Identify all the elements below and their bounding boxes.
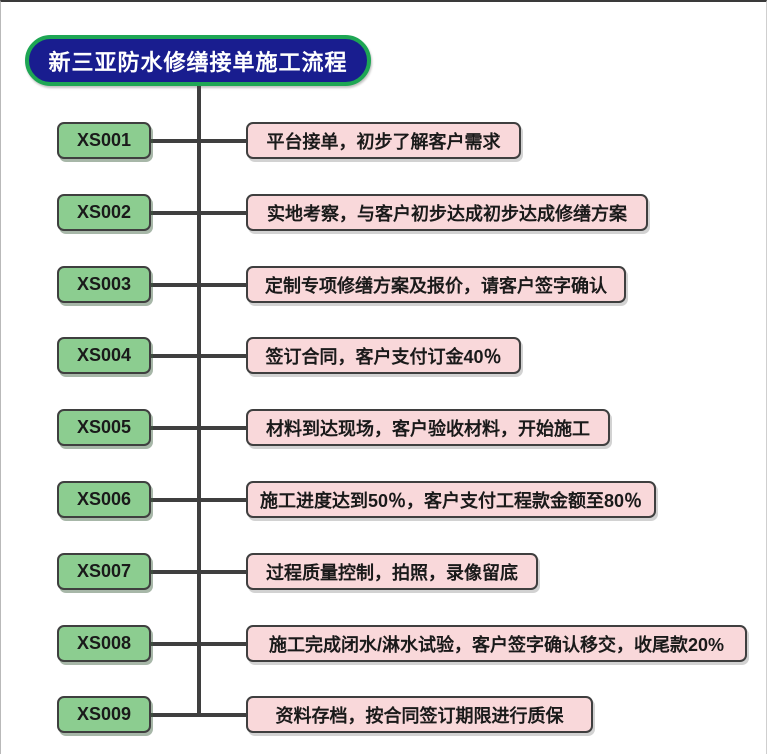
step-code-node[interactable]: XS001 <box>57 122 151 159</box>
step-label-node[interactable]: 材料到达现场，客户验收材料，开始施工 <box>246 409 610 446</box>
step-label-node[interactable]: 签订合同，客户支付订金40％ <box>246 337 521 374</box>
flow-row: XS006 施工进度达到50％，客户支付工程款金额至80％ <box>1 481 766 519</box>
step-code-node[interactable]: XS005 <box>57 409 151 446</box>
step-label-node[interactable]: 施工完成闭水/淋水试验，客户签字确认移交，收尾款20% <box>246 625 747 662</box>
row-connector-line <box>151 642 249 646</box>
flow-row: XS009 资料存档，按合同签订期限进行质保 <box>1 696 766 734</box>
row-connector-line <box>151 570 249 574</box>
step-code-node[interactable]: XS009 <box>57 696 151 733</box>
flow-row: XS008 施工完成闭水/淋水试验，客户签字确认移交，收尾款20% <box>1 625 766 663</box>
flow-row: XS003 定制专项修缮方案及报价，请客户签字确认 <box>1 266 766 304</box>
row-connector-line <box>151 354 249 358</box>
step-code-node[interactable]: XS002 <box>57 194 151 231</box>
step-label-node[interactable]: 过程质量控制，拍照，录像留底 <box>246 553 538 590</box>
row-connector-line <box>151 211 249 215</box>
flow-row: XS007 过程质量控制，拍照，录像留底 <box>1 553 766 591</box>
step-label-node[interactable]: 施工进度达到50％，客户支付工程款金额至80％ <box>246 481 656 518</box>
step-label-node[interactable]: 实地考察，与客户初步达成初步达成修缮方案 <box>246 194 648 231</box>
step-label-node[interactable]: 资料存档，按合同签订期限进行质保 <box>246 696 593 733</box>
row-connector-line <box>151 426 249 430</box>
row-connector-line <box>151 139 249 143</box>
flow-row: XS004 签订合同，客户支付订金40％ <box>1 337 766 375</box>
flow-row: XS001 平台接单，初步了解客户需求 <box>1 122 766 160</box>
flow-row: XS002 实地考察，与客户初步达成初步达成修缮方案 <box>1 194 766 232</box>
flowchart-title-node[interactable]: 新三亚防水修缮接单施工流程 <box>25 35 371 86</box>
step-code-node[interactable]: XS003 <box>57 266 151 303</box>
step-code-node[interactable]: XS006 <box>57 481 151 518</box>
step-label-node[interactable]: 平台接单，初步了解客户需求 <box>246 122 521 159</box>
flow-row: XS005 材料到达现场，客户验收材料，开始施工 <box>1 409 766 447</box>
step-code-node[interactable]: XS008 <box>57 625 151 662</box>
row-connector-line <box>151 283 249 287</box>
row-connector-line <box>151 713 249 717</box>
spine-line <box>197 86 201 717</box>
step-label-node[interactable]: 定制专项修缮方案及报价，请客户签字确认 <box>246 266 626 303</box>
step-code-node[interactable]: XS004 <box>57 337 151 374</box>
row-connector-line <box>151 498 249 502</box>
step-code-node[interactable]: XS007 <box>57 553 151 590</box>
